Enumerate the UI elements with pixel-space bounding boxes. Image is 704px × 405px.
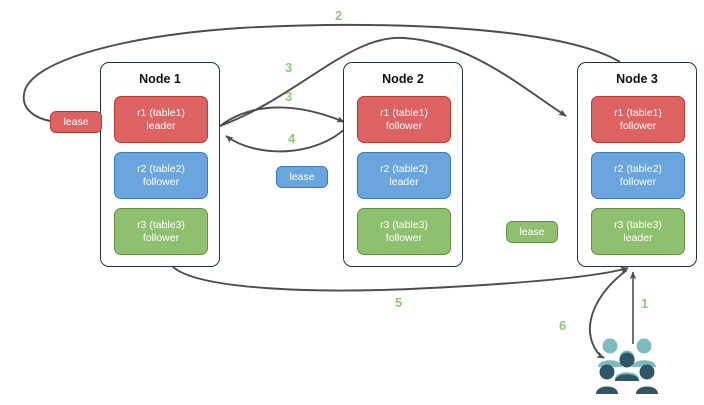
step-label-3b: 3 — [285, 89, 293, 104]
node-3-replica-r3[interactable]: r3 (table3) leader — [591, 208, 685, 255]
node-2-replica-r1[interactable]: r1 (table1) follower — [357, 96, 451, 143]
replica-role: follower — [619, 119, 657, 132]
replica-role: leader — [146, 119, 176, 132]
node-1-replica-r2[interactable]: r2 (table2) follower — [114, 152, 208, 199]
replica-role: follower — [385, 231, 423, 244]
arrow-step-2 — [23, 23, 621, 126]
step-label-3a: 3 — [285, 60, 293, 75]
replica-id: r2 (table2) — [614, 162, 662, 175]
arrow-step-5 — [171, 265, 629, 292]
replica-role: follower — [142, 231, 180, 244]
people-group-icon — [596, 338, 658, 394]
node-3-replica-r2[interactable]: r2 (table2) follower — [591, 152, 685, 199]
replica-id: r3 (table3) — [614, 218, 662, 231]
node-1-container[interactable]: Node 1 r1 (table1) leader r2 (table2) fo… — [100, 62, 220, 267]
replica-id: r2 (table2) — [137, 162, 185, 175]
node-3-replica-r1[interactable]: r1 (table1) follower — [591, 96, 685, 143]
lease-badge-blue[interactable]: lease — [276, 166, 328, 188]
replica-id: r1 (table1) — [614, 106, 662, 119]
replica-role: follower — [385, 119, 423, 132]
replica-id: r3 (table3) — [380, 218, 428, 231]
node-2-container[interactable]: Node 2 r1 (table1) follower r2 (table2) … — [343, 62, 463, 267]
replica-id: r1 (table1) — [137, 106, 185, 119]
replica-role: leader — [623, 231, 653, 244]
node-1-replica-r1[interactable]: r1 (table1) leader — [114, 96, 208, 143]
step-label-5: 5 — [395, 295, 403, 310]
lease-badge-green[interactable]: lease — [506, 221, 558, 243]
lease-badge-red[interactable]: lease — [50, 111, 102, 133]
replica-id: r2 (table2) — [380, 162, 428, 175]
node-1-title: Node 1 — [139, 72, 181, 86]
node-2-replica-r3[interactable]: r3 (table3) follower — [357, 208, 451, 255]
step-label-4: 4 — [288, 131, 296, 146]
node-1-replica-r3[interactable]: r3 (table3) follower — [114, 208, 208, 255]
arrow-step-3-short — [219, 106, 345, 127]
step-label-6: 6 — [559, 318, 567, 333]
step-label-2: 2 — [335, 8, 343, 23]
replica-role: follower — [142, 175, 180, 188]
replica-id: r3 (table3) — [137, 218, 185, 231]
step-label-1: 1 — [641, 296, 649, 311]
arrow-step-6 — [589, 269, 628, 359]
replica-role: follower — [619, 175, 657, 188]
arrow-step-4 — [225, 125, 349, 153]
replica-id: r1 (table1) — [380, 106, 428, 119]
arrow-step-3-long — [219, 37, 567, 127]
node-3-title: Node 3 — [616, 72, 658, 86]
node-2-replica-r2[interactable]: r2 (table2) leader — [357, 152, 451, 199]
node-2-title: Node 2 — [382, 72, 424, 86]
replica-role: leader — [389, 175, 419, 188]
node-3-container[interactable]: Node 3 r1 (table1) follower r2 (table2) … — [577, 62, 697, 267]
